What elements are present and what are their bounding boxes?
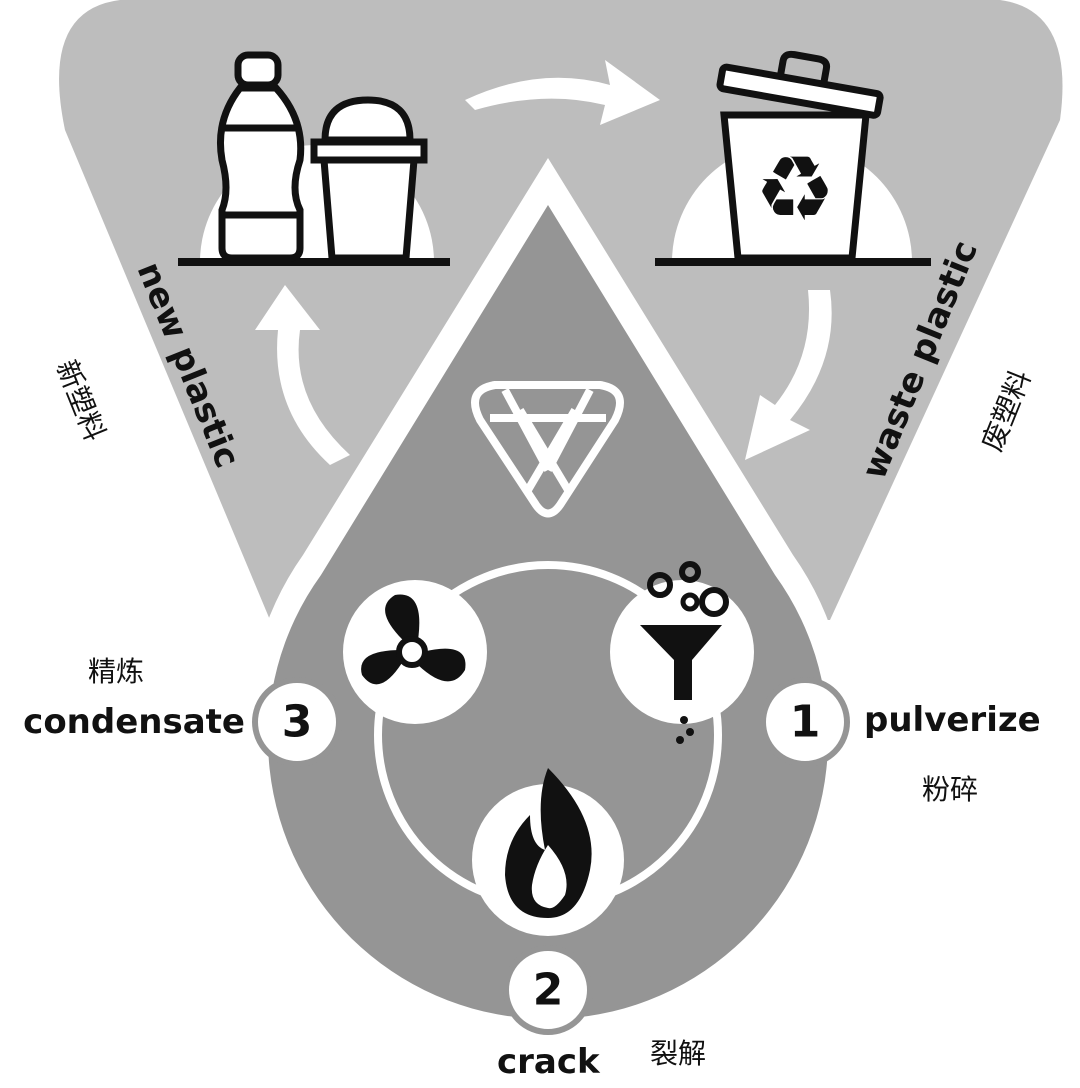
- step-1-number: 1: [789, 696, 821, 748]
- step-badges: [252, 677, 850, 1035]
- process-drop: [268, 205, 828, 1019]
- pulverize-label: pulverize: [864, 700, 1041, 740]
- crack-label: crack: [497, 1042, 600, 1082]
- pulverize-label-zh: 粉碎: [922, 773, 979, 806]
- arrow-right-icon: [465, 60, 660, 125]
- condensate-label-zh: 精炼: [88, 655, 145, 688]
- recycle-icon: ♻: [755, 137, 836, 242]
- waste-bin-icon: ♻: [655, 50, 931, 266]
- crack-label-zh: 裂解: [650, 1037, 707, 1070]
- funnel-icon: [610, 561, 754, 744]
- arrow-down-icon: [745, 290, 832, 460]
- logo-icon: [471, 381, 624, 518]
- new-plastic-icon: [178, 51, 450, 266]
- condensate-label: condensate: [23, 702, 245, 742]
- arrow-up-icon: [255, 285, 350, 465]
- fan-icon: [343, 580, 487, 724]
- flame-icon: [472, 768, 624, 936]
- step-3-number: 3: [281, 696, 313, 748]
- step-2-number: 2: [532, 964, 564, 1016]
